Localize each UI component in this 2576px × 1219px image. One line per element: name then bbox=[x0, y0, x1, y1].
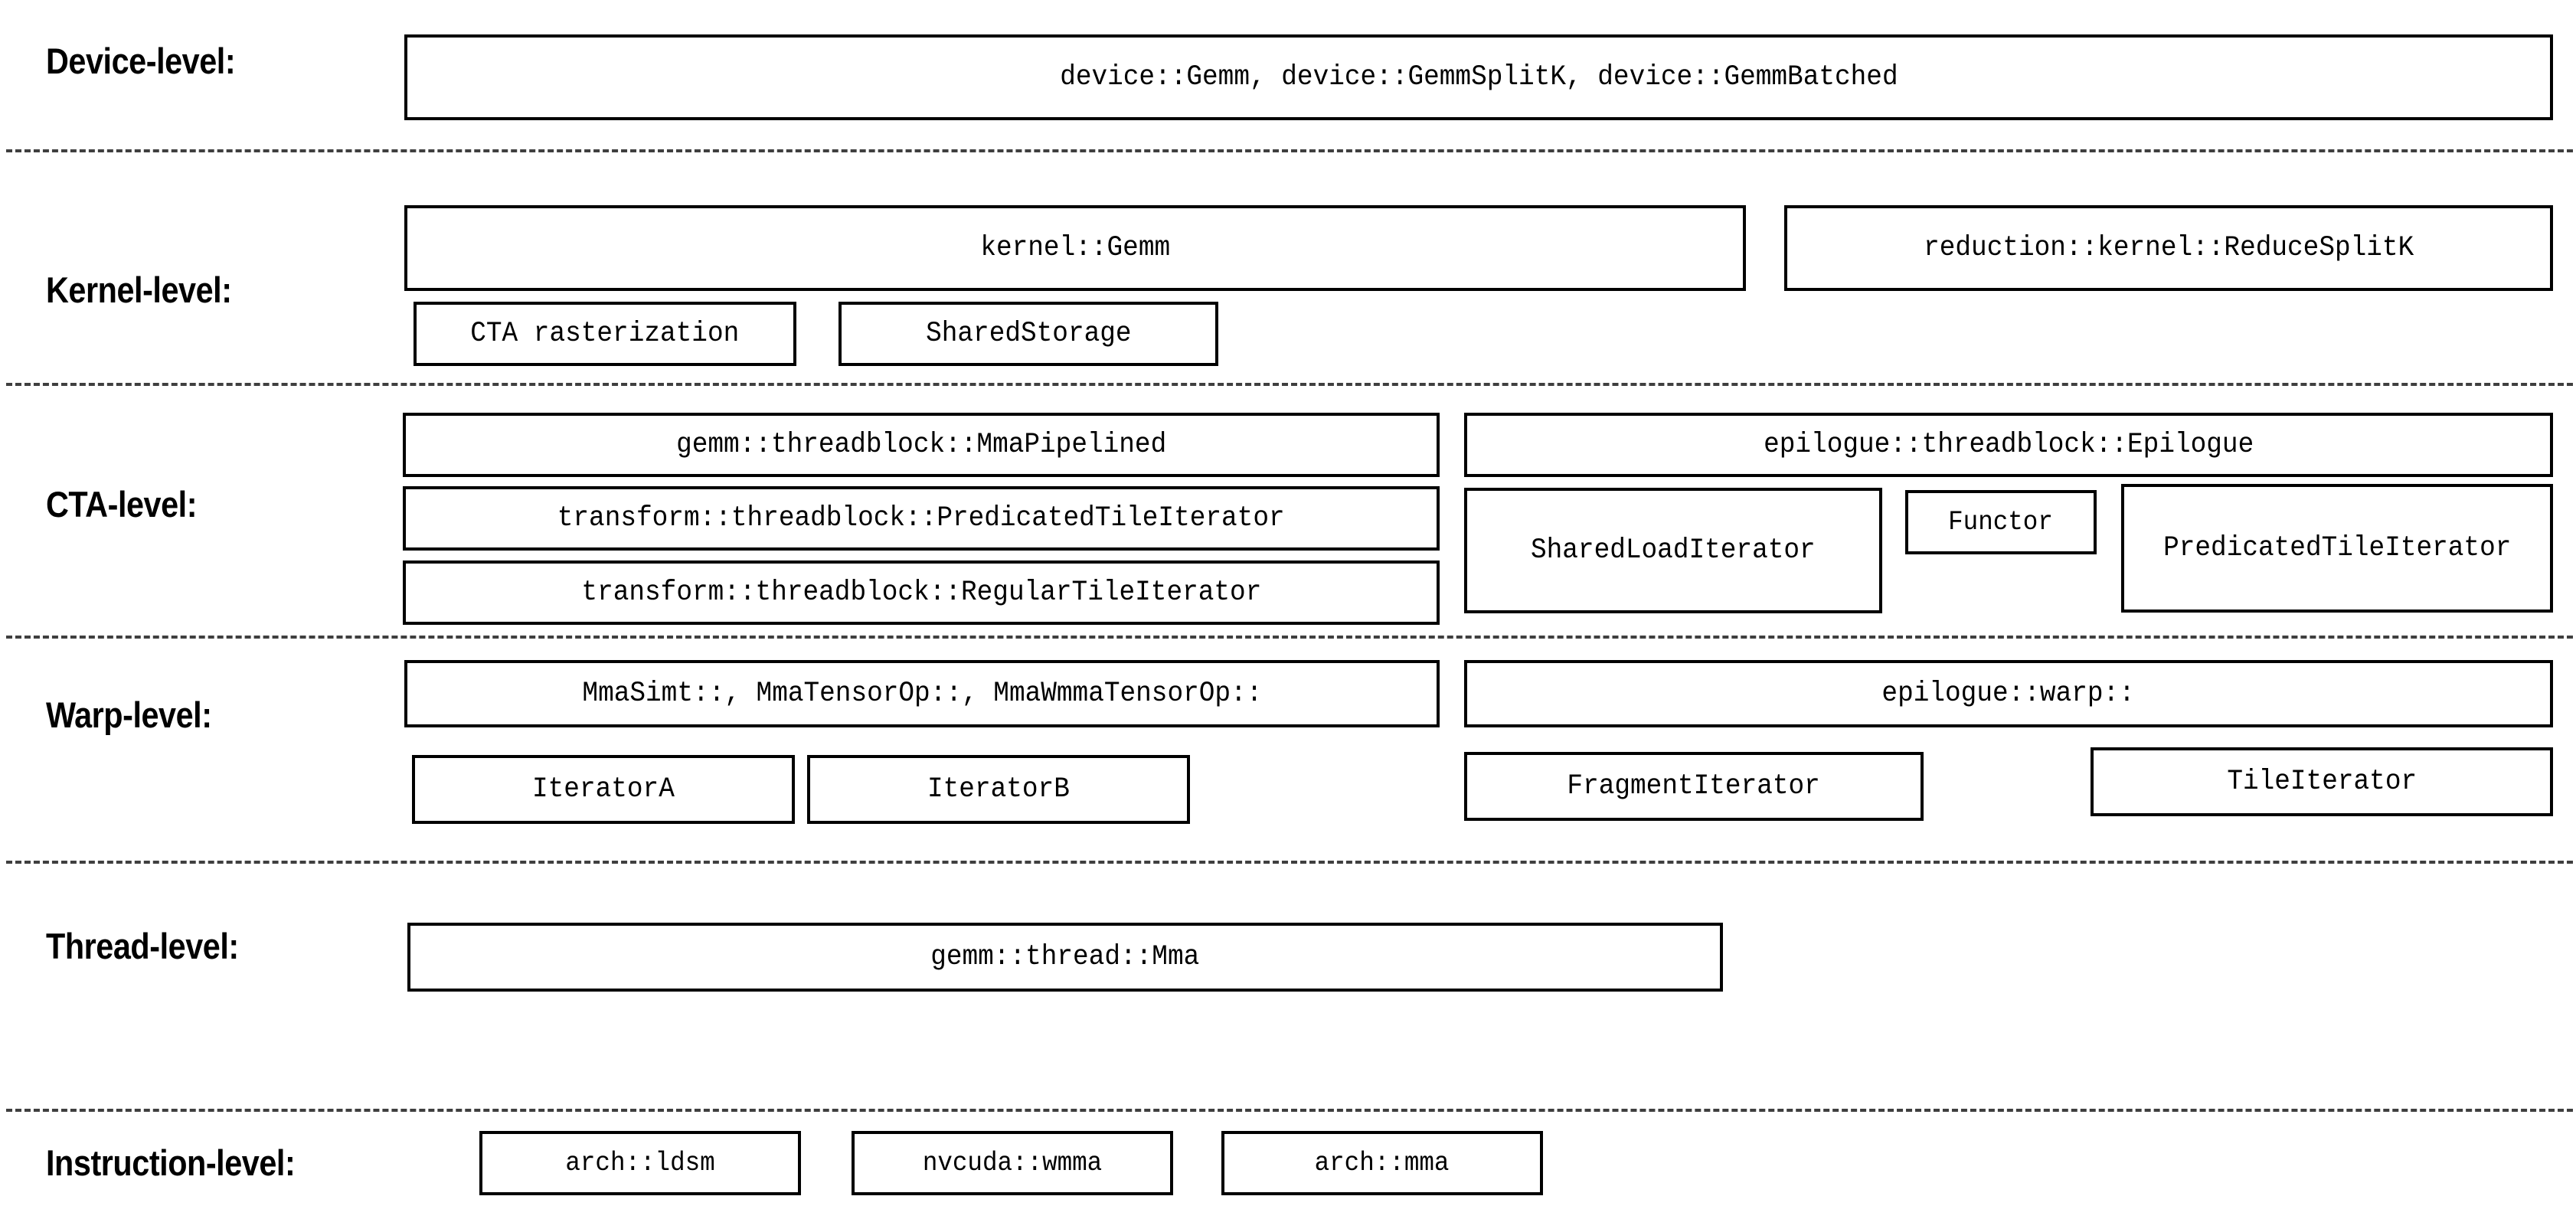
box-gemm-thread-mma[interactable]: gemm::thread::Mma bbox=[407, 923, 1723, 992]
box-iterator-b-text: IteratorB bbox=[927, 773, 1070, 806]
box-kernel-gemm[interactable]: kernel::Gemm bbox=[404, 205, 1746, 291]
box-gemm-threadblock-mmapipelined[interactable]: gemm::threadblock::MmaPipelined bbox=[403, 413, 1440, 477]
level-label-instruction: Instruction-level: bbox=[46, 1142, 296, 1183]
box-cta-rasterization-text: CTA rasterization bbox=[470, 317, 740, 350]
box-gemm-thread-mma-text: gemm::thread::Mma bbox=[930, 940, 1200, 973]
box-predicated-tile-iterator[interactable]: PredicatedTileIterator bbox=[2121, 484, 2553, 613]
box-nvcuda-wmma-text: nvcuda::wmma bbox=[922, 1147, 1103, 1178]
box-shared-load-iterator-text: SharedLoadIterator bbox=[1531, 534, 1816, 567]
box-nvcuda-wmma[interactable]: nvcuda::wmma bbox=[852, 1131, 1173, 1195]
box-shared-load-iterator[interactable]: SharedLoadIterator bbox=[1464, 488, 1882, 613]
box-transform-predicated-tile-iterator[interactable]: transform::threadblock::PredicatedTileIt… bbox=[403, 486, 1440, 551]
box-transform-regular-tile-iterator-text: transform::threadblock::RegularTileItera… bbox=[581, 576, 1261, 609]
box-device-gemm-text: device::Gemm, device::GemmSplitK, device… bbox=[1059, 60, 1898, 93]
box-epilogue-warp-text: epilogue::warp:: bbox=[1881, 677, 2136, 710]
separator-device-kernel bbox=[6, 149, 2573, 152]
box-mma-warp-ops[interactable]: MmaSimt::, MmaTensorOp::, MmaWmmaTensorO… bbox=[404, 660, 1440, 727]
box-kernel-gemm-text: kernel::Gemm bbox=[980, 231, 1170, 264]
level-label-cta: CTA-level: bbox=[46, 484, 198, 525]
separator-kernel-cta bbox=[6, 383, 2573, 386]
box-predicated-tile-iterator-text: PredicatedTileIterator bbox=[2162, 531, 2512, 564]
box-shared-storage-text: SharedStorage bbox=[925, 317, 1132, 350]
box-arch-mma-text: arch::mma bbox=[1315, 1147, 1450, 1178]
box-transform-predicated-tile-iterator-text: transform::threadblock::PredicatedTileIt… bbox=[557, 502, 1285, 534]
box-reduction-reduce-splitk[interactable]: reduction::kernel::ReduceSplitK bbox=[1784, 205, 2553, 291]
box-tile-iterator[interactable]: TileIterator bbox=[2091, 747, 2553, 816]
box-iterator-b[interactable]: IteratorB bbox=[807, 755, 1190, 824]
box-functor[interactable]: Functor bbox=[1905, 490, 2097, 554]
box-arch-ldsm-text: arch::ldsm bbox=[565, 1147, 715, 1178]
separator-cta-warp bbox=[6, 636, 2573, 639]
box-epilogue-threadblock-epilogue[interactable]: epilogue::threadblock::Epilogue bbox=[1464, 413, 2553, 477]
box-gemm-threadblock-mmapipelined-text: gemm::threadblock::MmaPipelined bbox=[675, 428, 1167, 461]
box-functor-text: Functor bbox=[1948, 506, 2054, 538]
box-fragment-iterator-text: FragmentIterator bbox=[1567, 770, 1821, 802]
separator-thread-instruction bbox=[6, 1109, 2573, 1112]
box-epilogue-warp[interactable]: epilogue::warp:: bbox=[1464, 660, 2553, 727]
box-device-gemm[interactable]: device::Gemm, device::GemmSplitK, device… bbox=[404, 34, 2553, 120]
box-arch-ldsm[interactable]: arch::ldsm bbox=[479, 1131, 801, 1195]
box-tile-iterator-text: TileIterator bbox=[2227, 765, 2417, 798]
box-fragment-iterator[interactable]: FragmentIterator bbox=[1464, 752, 1924, 821]
box-epilogue-threadblock-epilogue-text: epilogue::threadblock::Epilogue bbox=[1763, 428, 2254, 461]
box-iterator-a[interactable]: IteratorA bbox=[412, 755, 795, 824]
box-mma-warp-ops-text: MmaSimt::, MmaTensorOp::, MmaWmmaTensorO… bbox=[582, 677, 1262, 710]
box-arch-mma[interactable]: arch::mma bbox=[1221, 1131, 1543, 1195]
level-label-warp: Warp-level: bbox=[46, 694, 212, 735]
box-transform-regular-tile-iterator[interactable]: transform::threadblock::RegularTileItera… bbox=[403, 560, 1440, 625]
level-label-thread: Thread-level: bbox=[46, 926, 239, 966]
box-iterator-a-text: IteratorA bbox=[532, 773, 675, 806]
box-shared-storage[interactable]: SharedStorage bbox=[839, 302, 1218, 366]
box-cta-rasterization[interactable]: CTA rasterization bbox=[414, 302, 796, 366]
level-label-device: Device-level: bbox=[46, 41, 236, 81]
level-label-kernel: Kernel-level: bbox=[46, 270, 232, 310]
separator-warp-thread bbox=[6, 861, 2573, 864]
box-reduction-reduce-splitk-text: reduction::kernel::ReduceSplitK bbox=[1923, 231, 2414, 264]
